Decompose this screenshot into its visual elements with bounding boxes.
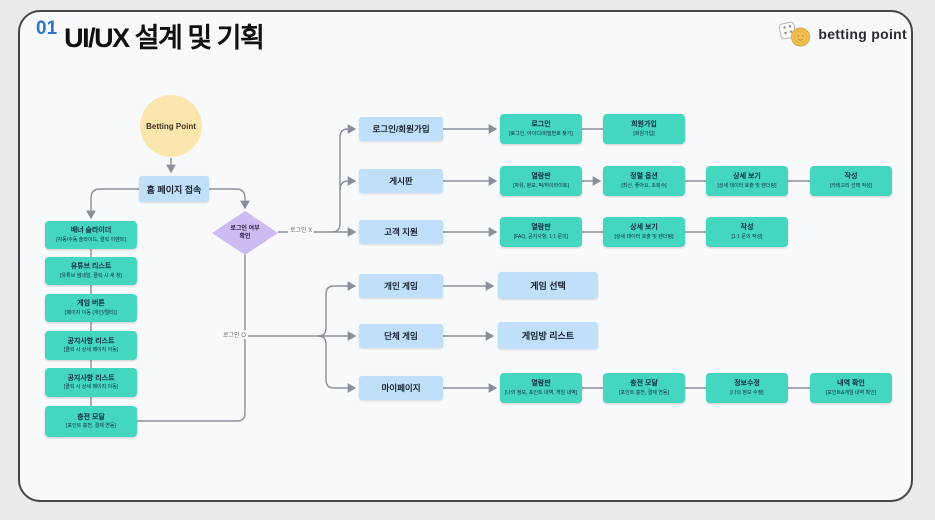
node-sub: [나의 정보 수정] <box>730 389 764 396</box>
step-board-write: 작성 [카테고리 선택 작성] <box>810 166 892 196</box>
step-support-detail: 상세 보기 [상세 데이터 호출 및 렌더링] <box>603 217 685 247</box>
step-mypage-view: 열람판 [나의 정보, 포인트 내역, 게임 내역] <box>500 373 582 403</box>
node-sub: [클릭 시 상세 페이지 이동] <box>63 384 119 391</box>
node-sub: [1:1 문의 작성] <box>731 233 763 240</box>
home-page-label: 홈 페이지 접속 <box>146 184 202 195</box>
node-sub: [회원가입] <box>633 130 655 137</box>
node-title: 회원가입 <box>631 121 657 129</box>
step-board-detail: 상세 보기 [상세 데이터 호출 및 렌더링] <box>706 166 788 196</box>
home-page-node: 홈 페이지 접속 <box>139 176 209 202</box>
dice-coin-icon <box>779 21 811 47</box>
step-edit-info: 정보수정 [나의 정보 수정] <box>706 373 788 403</box>
menu-label: 단체 게임 <box>384 331 418 341</box>
node-sub: [페이지 이동 (개인/멀티)] <box>65 309 117 316</box>
coin-icon <box>791 27 811 47</box>
start-node: Betting Point <box>140 95 202 157</box>
node-title: 작성 <box>740 224 754 232</box>
node-title: 열람판 <box>531 173 551 181</box>
title-number: 01 <box>36 18 58 39</box>
node-sub: [나의 정보, 포인트 내역, 게임 내역] <box>504 389 578 396</box>
menu-mypage: 마이페이지 <box>359 376 443 400</box>
node-title: 충전 모달 <box>630 380 658 388</box>
node-banner-slider: 배너 슬라이더 [자동/수동 슬라이드, 클릭 이벤트] <box>45 221 137 249</box>
brand-name: betting point <box>818 26 907 42</box>
node-title: 열람판 <box>531 380 551 388</box>
menu-label: 개인 게임 <box>384 281 418 291</box>
node-title: 로그인 <box>531 121 551 129</box>
node-title: 게임방 리스트 <box>521 331 575 341</box>
node-charge-modal-left: 충전 모달 [포인트 충전, 결제 연동] <box>45 406 137 437</box>
step-support-write: 작성 [1:1 문의 작성] <box>706 217 788 247</box>
page-title: 01 UI/UX 설계 및 기획 <box>36 16 265 55</box>
node-sub: [클릭 시 상세 페이지 이동] <box>63 347 119 354</box>
node-sub: [포인트&게임 내역 확인] <box>825 389 877 396</box>
menu-label: 게시판 <box>389 176 413 186</box>
step-support-view: 열람판 [FAQ, 공지사항, 1:1 문의] <box>500 217 582 247</box>
node-sub: [자유, 정보, 픽/하이라이트] <box>513 182 569 189</box>
menu-label: 로그인/회원가입 <box>372 124 430 134</box>
edge-label-logged-out: 로그인 X <box>288 225 315 234</box>
node-sub: [최신, 좋아요, 조회수] <box>621 182 667 189</box>
node-title: 작성 <box>844 173 858 181</box>
brand-logo: betting point <box>777 20 907 48</box>
node-title: 정보수정 <box>734 380 760 388</box>
node-title: 정렬 옵션 <box>630 173 658 181</box>
node-sub: [유튜브 썸네일, 클릭 시 새 창] <box>60 272 122 279</box>
node-title: 공지사항 리스트 <box>67 337 115 345</box>
menu-support: 고객 지원 <box>359 220 443 244</box>
node-title: 충전 모달 <box>77 413 105 421</box>
node-title: 상세 보기 <box>630 224 658 232</box>
node-title: 게임 선택 <box>530 281 566 291</box>
node-sub: [상세 데이터 호출 및 렌더링] <box>717 182 777 189</box>
node-title: 공지사항 리스트 <box>67 374 115 382</box>
step-signup: 회원가입 [회원가입] <box>603 114 685 144</box>
node-sub: [FAQ, 공지사항, 1:1 문의] <box>513 233 569 240</box>
node-game-room-list: 게임방 리스트 <box>498 322 598 349</box>
node-sub: [포인트 충전, 결제 연동] <box>619 389 669 396</box>
node-sub: [자동/수동 슬라이드, 클릭 이벤트] <box>56 236 126 243</box>
node-game-select: 게임 선택 <box>498 272 598 299</box>
node-youtube-list: 유튜브 리스트 [유튜브 썸네일, 클릭 시 새 창] <box>45 257 137 285</box>
menu-board: 게시판 <box>359 169 443 193</box>
title-text: UI/UX 설계 및 기획 <box>64 23 265 53</box>
node-notice-list-2: 공지사항 리스트 [클릭 시 상세 페이지 이동] <box>45 368 137 397</box>
node-notice-list-1: 공지사항 리스트 [클릭 시 상세 페이지 이동] <box>45 331 137 360</box>
step-board-sort: 정렬 옵션 [최신, 좋아요, 조회수] <box>603 166 685 196</box>
node-title: 내역 확인 <box>837 380 865 388</box>
node-title: 배너 슬라이더 <box>70 227 112 235</box>
node-title: 열람판 <box>531 224 551 232</box>
decision-line2: 확인 <box>239 234 251 240</box>
menu-team-game: 단체 게임 <box>359 324 443 348</box>
start-node-label: Betting Point <box>146 121 196 131</box>
node-title: 유튜브 리스트 <box>70 263 112 271</box>
step-board-view: 열람판 [자유, 정보, 픽/하이라이트] <box>500 166 582 196</box>
edge-label-logged-in: 로그인 O <box>221 330 248 339</box>
node-sub: [상세 데이터 호출 및 렌더링] <box>614 233 674 240</box>
step-login: 로그인 [로그인, 아이디/비밀번호 찾기] <box>500 114 582 144</box>
decision-line1: 로그인 여부 <box>230 225 260 232</box>
node-sub: [카테고리 선택 작성] <box>829 182 873 189</box>
node-sub: [포인트 충전, 결제 연동] <box>66 423 116 430</box>
slide-frame <box>18 10 913 502</box>
node-game-button: 게임 버튼 [페이지 이동 (개인/멀티)] <box>45 294 137 322</box>
node-title: 상세 보기 <box>733 173 761 181</box>
menu-personal-game: 개인 게임 <box>359 274 443 298</box>
menu-login-signup: 로그인/회원가입 <box>359 117 443 141</box>
step-charge-modal: 충전 모달 [포인트 충전, 결제 연동] <box>603 373 685 403</box>
menu-label: 고객 지원 <box>384 227 418 237</box>
step-history-check: 내역 확인 [포인트&게임 내역 확인] <box>810 373 892 403</box>
node-sub: [로그인, 아이디/비밀번호 찾기] <box>509 130 573 137</box>
node-title: 게임 버튼 <box>77 300 105 308</box>
menu-label: 마이페이지 <box>381 383 421 393</box>
